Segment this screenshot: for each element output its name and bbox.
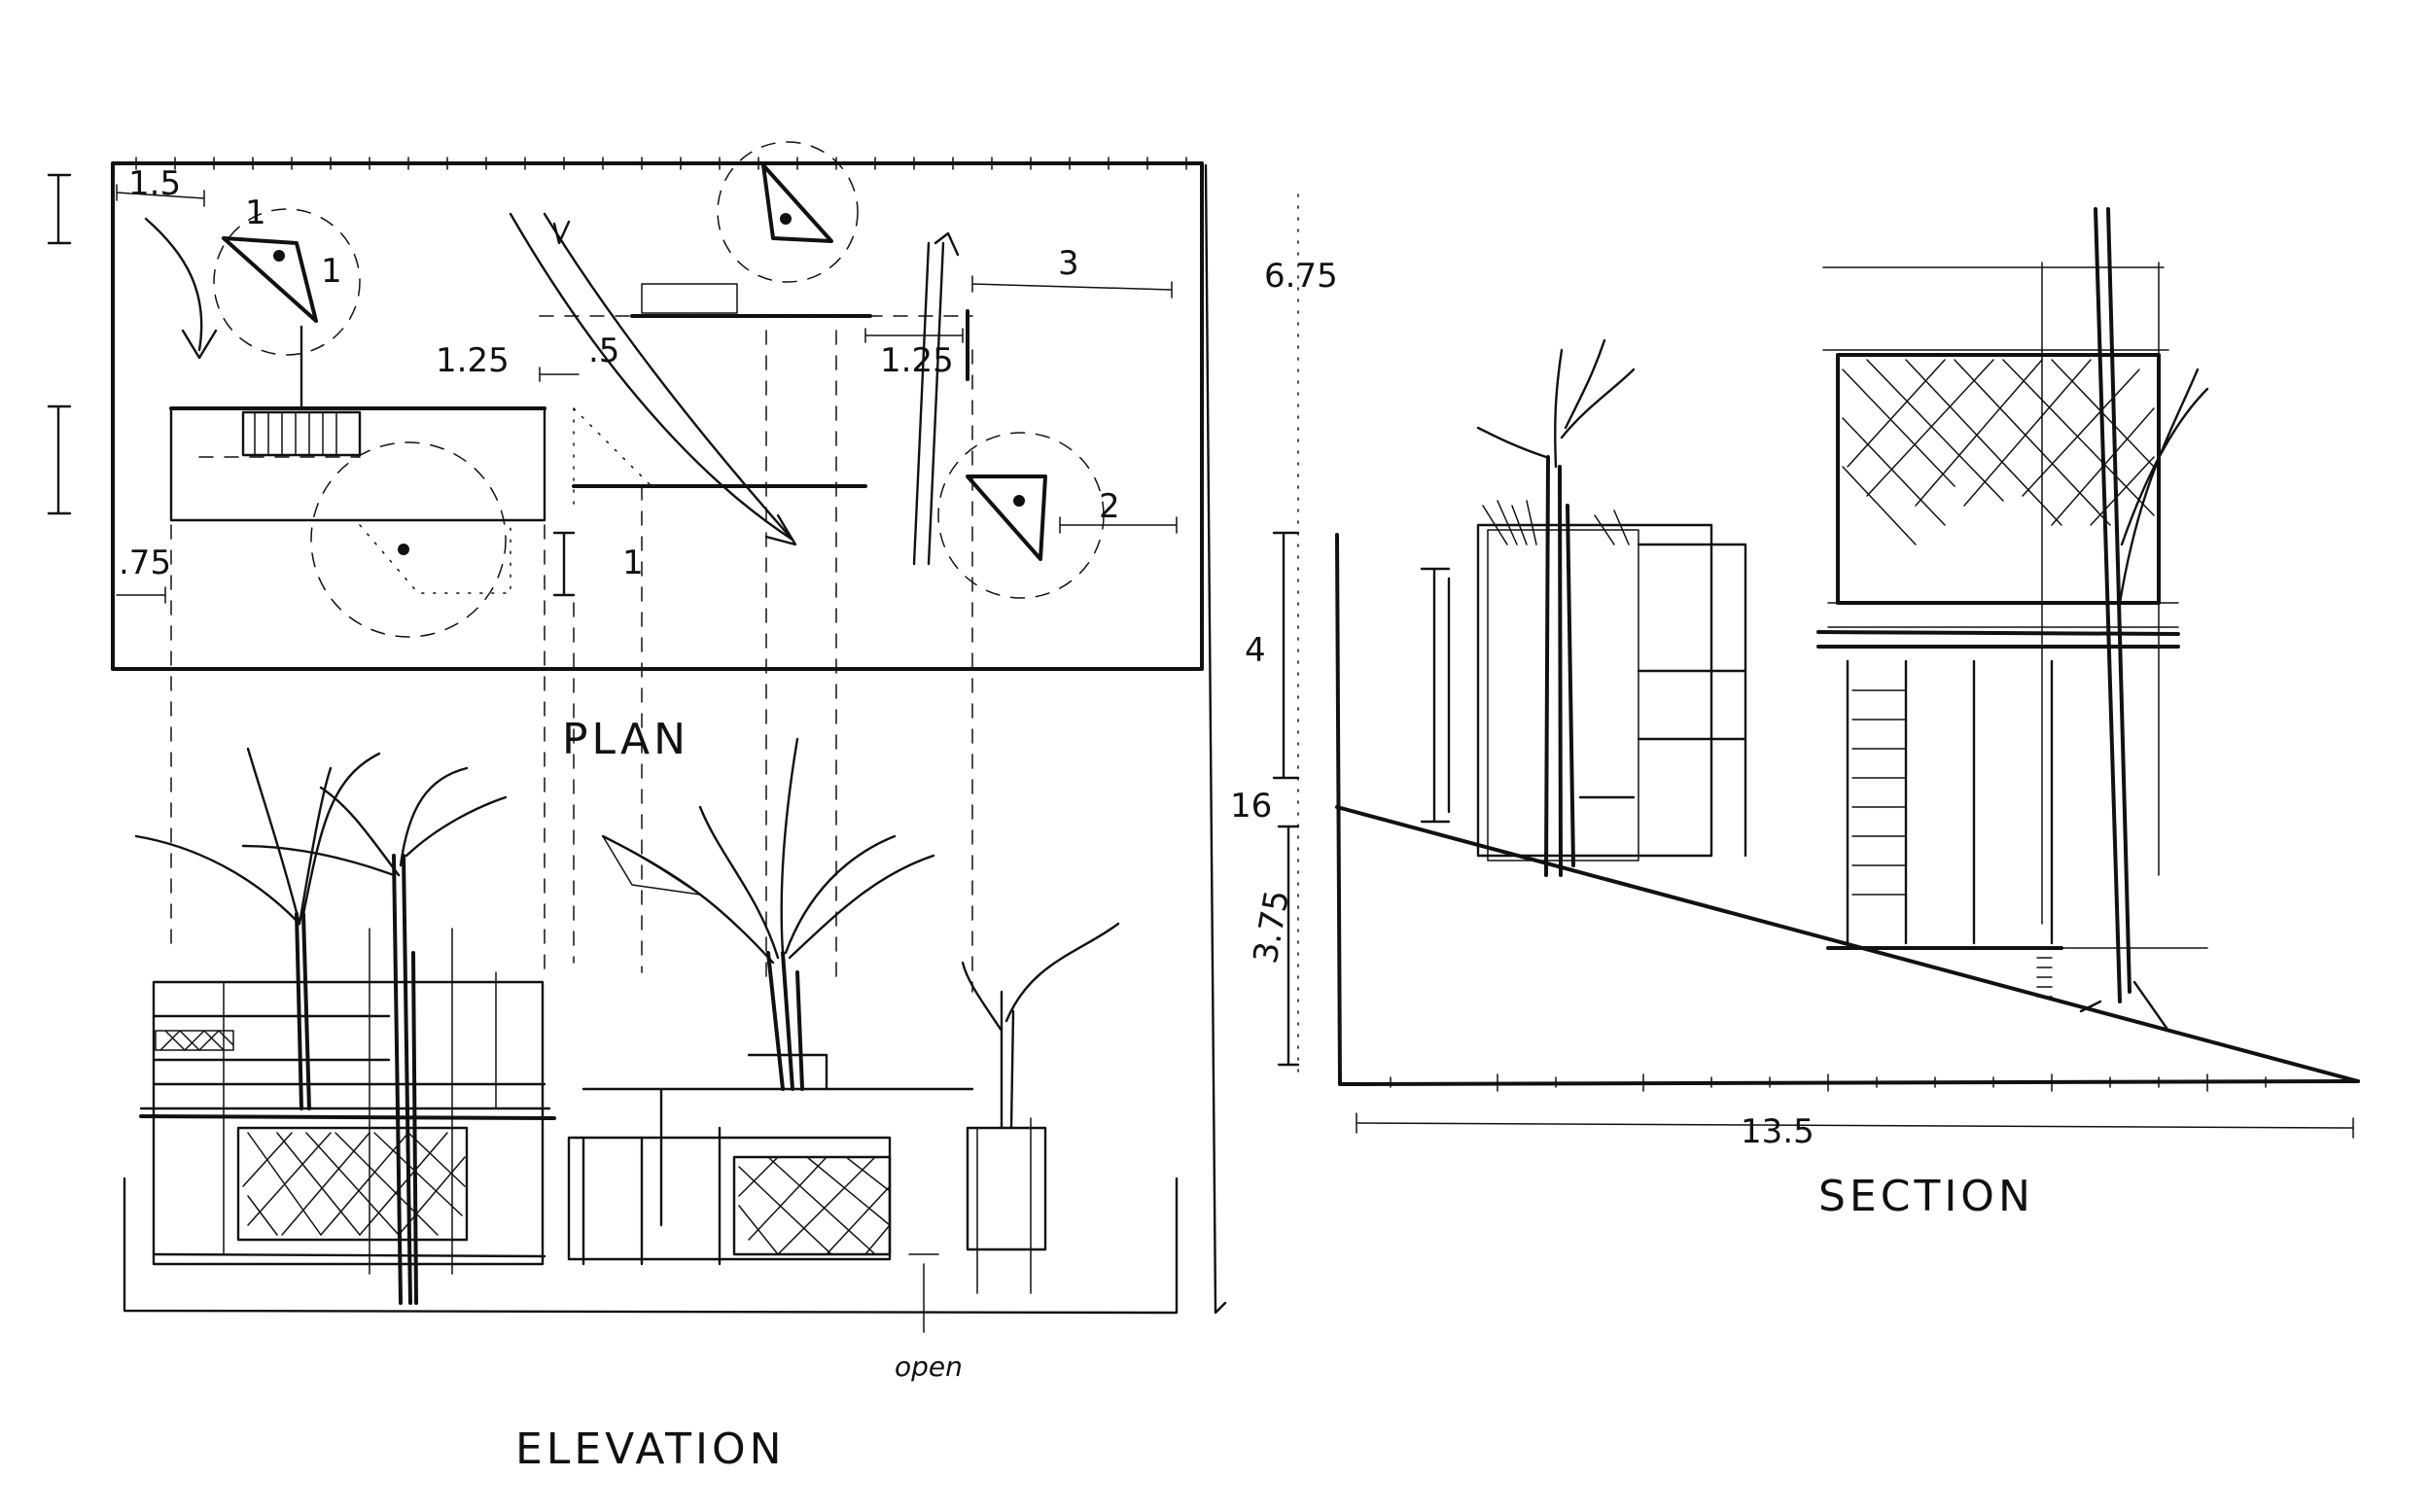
section-dim-w1: 13.5 bbox=[1741, 1112, 1814, 1151]
section-dim-h4: 3.75 bbox=[1247, 887, 1298, 966]
plan-dim-1: 1.5 bbox=[128, 164, 181, 203]
plan-dim-7: 3 bbox=[1058, 244, 1079, 283]
plan-drawing bbox=[47, 141, 1204, 993]
circulation-arrow-3 bbox=[927, 241, 945, 566]
plan-dim-6: 1.25 bbox=[880, 341, 954, 380]
section-tree-2 bbox=[2094, 207, 2132, 1003]
plan-dim-9: .75 bbox=[119, 544, 171, 582]
plan-boundary bbox=[111, 161, 1204, 671]
section-dim-h2: 4 bbox=[1245, 631, 1266, 670]
section-tree-1 bbox=[1544, 455, 1575, 877]
plan-dim-2: 1 bbox=[245, 193, 266, 232]
elevation-label: ELEVATION bbox=[515, 1424, 785, 1474]
elevation-tree-4 bbox=[961, 922, 1120, 1130]
section-drawing bbox=[1272, 193, 2360, 1139]
plan-dim-8: 2 bbox=[1099, 487, 1120, 526]
elevation-note-open: open bbox=[895, 1351, 963, 1383]
tree-marker-4 bbox=[310, 441, 511, 638]
plan-dim-5: .5 bbox=[588, 332, 619, 370]
section-label: SECTION bbox=[1818, 1172, 2034, 1221]
tree-marker-2 bbox=[717, 141, 859, 283]
elevation-drawing bbox=[123, 163, 1227, 1333]
plan-dim-4: 1.25 bbox=[436, 341, 510, 380]
circulation-arrow-2 bbox=[509, 212, 794, 542]
plan-dim-3: 1 bbox=[321, 252, 342, 291]
elevation-tree-3 bbox=[766, 951, 804, 1091]
tree-marker-3 bbox=[937, 432, 1105, 599]
section-dim-h1: 6.75 bbox=[1264, 257, 1338, 296]
circulation-arrow-1 bbox=[144, 217, 203, 352]
section-dim-h3: 16 bbox=[1230, 787, 1272, 826]
tree-marker-1 bbox=[213, 208, 361, 356]
elevation-tree-1 bbox=[295, 912, 311, 1110]
plan-label: PLAN bbox=[562, 715, 689, 764]
section-baseline bbox=[1335, 533, 2360, 1086]
plan-dim-10: 1 bbox=[622, 544, 644, 582]
elevation-tree-2 bbox=[392, 854, 418, 1305]
